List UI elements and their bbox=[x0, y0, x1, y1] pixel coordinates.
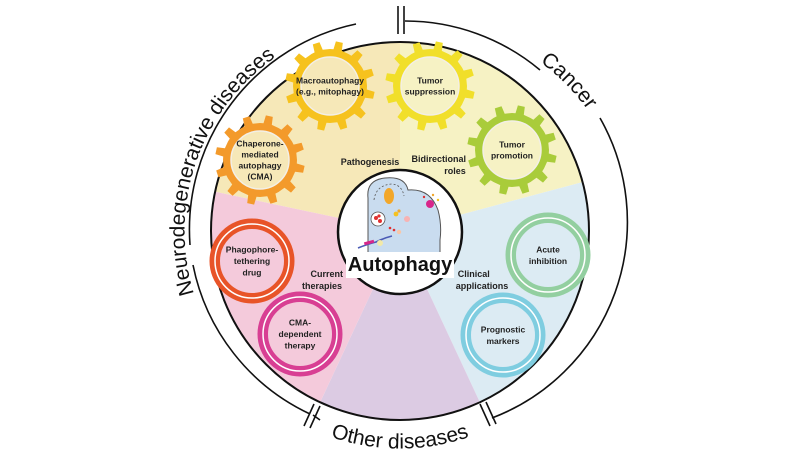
break-marks bbox=[303, 6, 497, 429]
outer-arc-left-lower bbox=[192, 264, 311, 415]
outer-ring bbox=[188, 20, 629, 421]
break-mark-bl-a bbox=[303, 403, 315, 427]
label-bidirectional: Bidirectional roles bbox=[411, 154, 468, 176]
break-mark-br-b bbox=[485, 401, 497, 425]
outer-label-other: Other diseases bbox=[329, 420, 471, 450]
center-hub: Autophagy bbox=[336, 168, 464, 296]
break-mark-br-a bbox=[479, 403, 491, 427]
gear-center bbox=[482, 120, 542, 180]
ring-inner bbox=[513, 220, 583, 290]
disk-outline bbox=[210, 41, 590, 421]
center-title: Autophagy bbox=[348, 254, 453, 276]
label-current-therapies: Current therapies bbox=[302, 269, 346, 291]
outer-arc-left bbox=[188, 23, 357, 246]
outer-arc-bottom-left bbox=[312, 414, 321, 421]
title-backdrop bbox=[346, 252, 454, 278]
outer-arc-right bbox=[491, 117, 629, 419]
outer-label-cancer: Cancer bbox=[537, 48, 602, 113]
cell-illustration-icon bbox=[357, 177, 442, 259]
ring-highlight bbox=[465, 297, 541, 373]
gear-center bbox=[230, 130, 290, 190]
break-mark-bl-b bbox=[309, 405, 321, 429]
ring-inner bbox=[468, 300, 538, 370]
ring-inner bbox=[265, 299, 335, 369]
ring-highlight bbox=[510, 217, 586, 293]
label-clinical-applications: Clinical applications bbox=[456, 269, 509, 291]
gear-label: Macroautophagy(e.g., mitophagy) bbox=[296, 76, 364, 97]
ring-highlight bbox=[214, 223, 290, 299]
label-pathogenesis: Pathogenesis bbox=[341, 157, 400, 167]
sector-other bbox=[315, 231, 485, 420]
gear-center bbox=[400, 56, 460, 116]
gear-macro: Macroautophagy(e.g., mitophagy) bbox=[285, 41, 375, 131]
outer-arc-top-right bbox=[404, 20, 541, 71]
ring-highlight bbox=[262, 296, 338, 372]
ring-inner bbox=[217, 226, 287, 296]
gear-center bbox=[300, 56, 360, 116]
